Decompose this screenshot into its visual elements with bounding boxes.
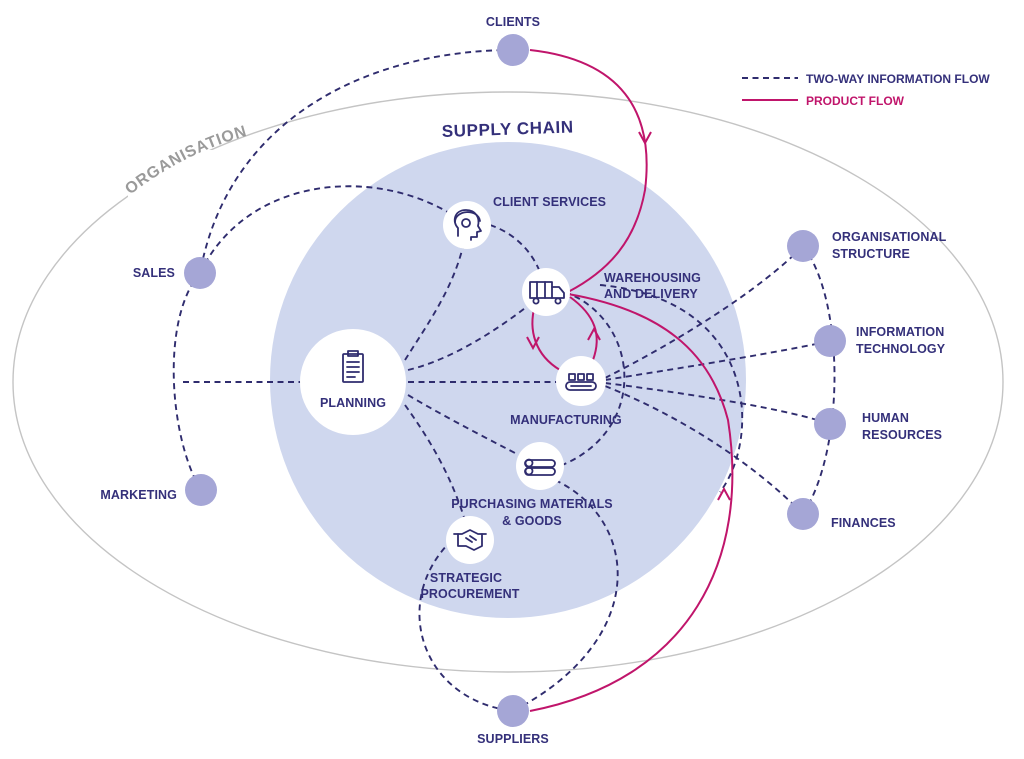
client-services-label: CLIENT SERVICES bbox=[493, 195, 606, 209]
info-flow-planning-purchasing bbox=[407, 394, 541, 467]
info-flow-warehousing-purchasing bbox=[559, 291, 626, 467]
supply-chain-region bbox=[270, 142, 746, 618]
sales-label: SALES bbox=[133, 266, 175, 280]
info-flow-organisation-arc bbox=[599, 284, 744, 493]
legend-product-flow-label: PRODUCT FLOW bbox=[806, 94, 905, 108]
manufacturing-node[interactable] bbox=[556, 356, 606, 406]
suppliers-label: SUPPLIERS bbox=[477, 732, 549, 746]
purchasing-label-line1: PURCHASING MATERIALS bbox=[451, 497, 613, 511]
info-flow-manufacturing-org-structure bbox=[604, 245, 804, 379]
strategic-procurement-label-line2: PROCUREMENT bbox=[420, 587, 519, 601]
warehousing-label-line1: WAREHOUSING bbox=[604, 271, 701, 285]
organisational-structure-label-line2: STRUCTURE bbox=[832, 247, 910, 261]
planning-label: PLANNING bbox=[320, 396, 386, 410]
info-flow-org-structure-finances bbox=[802, 245, 836, 515]
info-flow-manufacturing-it bbox=[604, 340, 831, 381]
product-flow-arrow-down-left bbox=[526, 336, 540, 351]
info-flow-manufacturing-finances bbox=[604, 385, 804, 515]
client-services-node[interactable] bbox=[443, 201, 491, 249]
warehousing-node[interactable] bbox=[522, 268, 570, 316]
supply-chain-title: SUPPLY CHAIN bbox=[441, 117, 573, 141]
organisational-structure-label-line1: ORGANISATIONAL bbox=[832, 230, 947, 244]
manufacturing-label: MANUFACTURING bbox=[510, 413, 622, 427]
marketing-label: MARKETING bbox=[100, 488, 177, 502]
product-flow-warehousing-manufacturing-left bbox=[531, 304, 561, 371]
external-nodes: CLIENTS SUPPLIERS SALES MARKETING ORGANI… bbox=[100, 15, 946, 746]
information-technology-label-line2: TECHNOLOGY bbox=[856, 342, 946, 356]
delivery-truck-icon bbox=[529, 281, 565, 305]
clients-label: CLIENTS bbox=[486, 15, 540, 29]
human-resources-label-line2: RESOURCES bbox=[862, 428, 942, 442]
product-flow-clients-warehousing bbox=[529, 49, 648, 293]
warehousing-label-line2: AND DELIVERY bbox=[604, 287, 698, 301]
info-flow-sales-client-services bbox=[199, 185, 468, 274]
product-flow-arrow-up-right bbox=[587, 326, 601, 341]
planning-node[interactable]: PLANNING bbox=[300, 329, 406, 435]
marketing-node[interactable] bbox=[185, 474, 217, 506]
product-flow-suppliers-warehousing bbox=[529, 293, 734, 712]
finances-label: FINANCES bbox=[831, 516, 896, 530]
product-flow-arrow-down bbox=[638, 131, 652, 146]
strategic-procurement-label-line1: STRATEGIC bbox=[430, 571, 502, 585]
strategic-procurement-node[interactable] bbox=[446, 516, 494, 564]
clients-node[interactable] bbox=[497, 34, 529, 66]
product-flow-arrow-up-lower bbox=[717, 486, 731, 501]
clipboard-icon bbox=[342, 350, 364, 383]
finances-node[interactable] bbox=[787, 498, 819, 530]
product-flow-manufacturing-warehousing-right bbox=[569, 296, 598, 361]
information-technology-node[interactable] bbox=[814, 325, 846, 357]
info-flow-manufacturing-hr bbox=[604, 382, 831, 425]
human-resources-label-line1: HUMAN bbox=[862, 411, 909, 425]
purchasing-label-line2: & GOODS bbox=[502, 514, 562, 528]
info-flow-sales-marketing bbox=[172, 272, 202, 491]
info-flow-client-services-warehousing bbox=[489, 224, 546, 291]
purchasing-node[interactable] bbox=[516, 442, 564, 490]
conveyor-belt-icon bbox=[565, 373, 597, 391]
organisation-label-gap bbox=[128, 150, 250, 202]
information-technology-label-line1: INFORMATION bbox=[856, 325, 944, 339]
suppliers-node[interactable] bbox=[497, 695, 529, 727]
info-flow-clients-sales bbox=[199, 49, 514, 274]
info-flow-purchasing-suppliers bbox=[512, 479, 619, 712]
headset-person-icon bbox=[453, 209, 482, 241]
stacked-pipes-icon bbox=[524, 458, 556, 476]
organisation-boundary bbox=[12, 91, 1004, 673]
legend: TWO-WAY INFORMATION FLOW PRODUCT FLOW bbox=[742, 72, 990, 108]
human-resources-node[interactable] bbox=[814, 408, 846, 440]
sales-node[interactable] bbox=[184, 257, 216, 289]
legend-information-flow-label: TWO-WAY INFORMATION FLOW bbox=[806, 72, 990, 86]
handshake-icon bbox=[453, 529, 487, 551]
product-flow-lines bbox=[526, 49, 734, 712]
organisational-structure-node[interactable] bbox=[787, 230, 819, 262]
